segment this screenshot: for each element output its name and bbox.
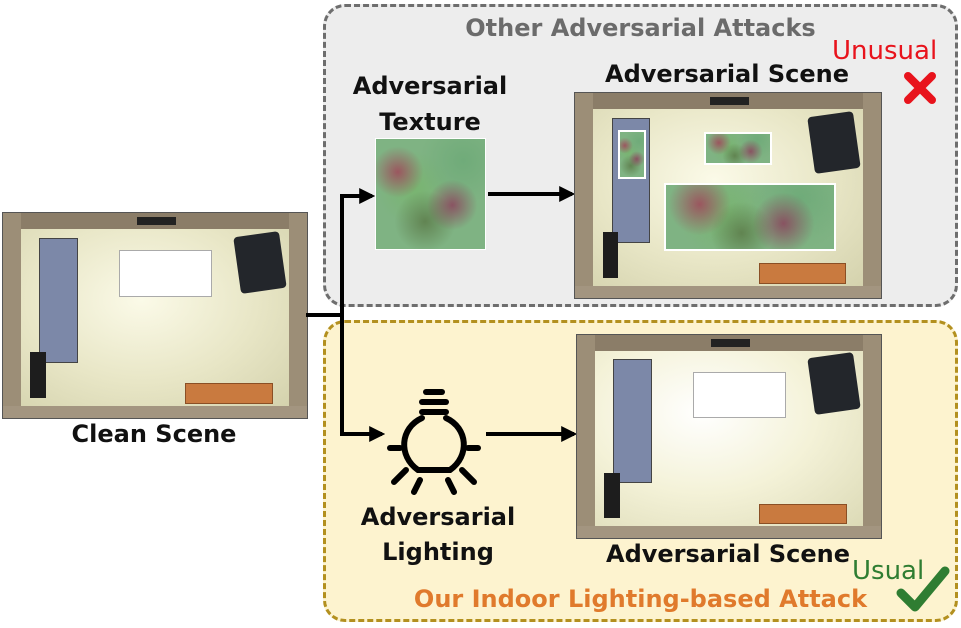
cross-mark-icon <box>904 72 936 104</box>
other-attacks-title: Other Adversarial Attacks <box>465 14 816 42</box>
check-mark-icon <box>896 566 950 612</box>
clean-scene-image <box>2 212 308 419</box>
clean-scene-label: Clean Scene <box>71 420 237 448</box>
usual-label: Usual <box>852 556 925 586</box>
adversarial-lighting-label-line2: Lighting <box>382 538 494 566</box>
lighting-attack-title: Our Indoor Lighting-based Attack <box>413 585 868 613</box>
adversarial-scene-bottom-image <box>576 334 882 539</box>
adversarial-scene-top-image <box>574 92 882 299</box>
branch-connector <box>306 188 386 442</box>
unusual-label: Unusual <box>832 36 938 66</box>
adversarial-scene-top-label: Adversarial Scene <box>605 60 849 88</box>
adversarial-texture-image <box>375 138 486 250</box>
adversarial-scene-bottom-label: Adversarial Scene <box>606 540 850 568</box>
adversarial-lighting-label-line1: Adversarial <box>360 503 516 531</box>
adversarial-texture-label-line1: Adversarial <box>352 72 508 100</box>
adversarial-texture-label-line2: Texture <box>379 108 481 136</box>
light-bulb-icon <box>387 389 481 495</box>
